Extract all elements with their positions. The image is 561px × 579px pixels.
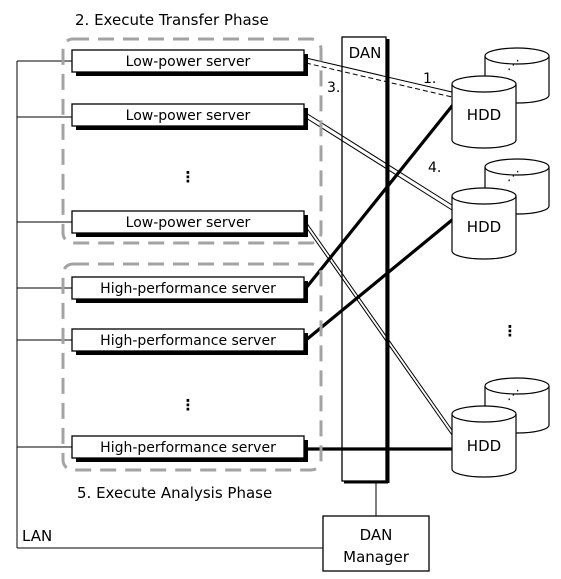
hdd-2[interactable]: ⋰ HDD bbox=[451, 158, 550, 260]
server-label: Low-power server bbox=[126, 108, 251, 124]
server-low-power-1[interactable]: Low-power server bbox=[71, 49, 308, 76]
hdd-label: HDD bbox=[467, 218, 501, 236]
server-label: High-performance server bbox=[100, 440, 276, 456]
connections bbox=[304, 57, 454, 451]
hdd-3[interactable]: ⋰ HDD bbox=[451, 377, 550, 478]
dan-switch bbox=[341, 36, 390, 484]
disk-stack-dots-icon: ⋰ bbox=[507, 388, 520, 403]
dan-label: DAN bbox=[349, 44, 382, 62]
lan-wiring bbox=[16, 60, 377, 549]
server-low-power-2[interactable]: Low-power server bbox=[71, 103, 308, 130]
disk-stack-dots-icon: ⋰ bbox=[507, 58, 520, 73]
transfer-phase-label: 2. Execute Transfer Phase bbox=[75, 11, 269, 29]
hdd-1[interactable]: ⋰ HDD bbox=[451, 47, 550, 149]
disk-stack-dots-icon: ⋰ bbox=[507, 169, 520, 184]
server-high-performance-1[interactable]: High-performance server bbox=[71, 276, 308, 303]
dan-manager[interactable]: DAN Manager bbox=[322, 515, 430, 572]
server-high-performance-2[interactable]: High-performance server bbox=[71, 328, 308, 355]
server-label: Low-power server bbox=[126, 54, 251, 70]
hdd-ellipsis-icon: ⋮ bbox=[503, 322, 518, 340]
server-high-performance-3[interactable]: High-performance server bbox=[71, 435, 308, 462]
analysis-phase-label: 5. Execute Analysis Phase bbox=[77, 484, 272, 502]
server-label: Low-power server bbox=[126, 215, 251, 231]
low-power-ellipsis-icon: ⋮ bbox=[181, 168, 196, 186]
analysis-phase-group bbox=[61, 262, 323, 472]
server-label: High-performance server bbox=[100, 333, 276, 349]
dan-manager-line2: Manager bbox=[343, 548, 410, 566]
server-low-power-3[interactable]: Low-power server bbox=[71, 210, 308, 237]
step-1-label: 1. bbox=[423, 71, 436, 87]
step-4-label: 4. bbox=[428, 160, 441, 176]
lan-label: LAN bbox=[22, 527, 52, 545]
step-3-label: 3. bbox=[327, 80, 340, 96]
hdd-label: HDD bbox=[467, 437, 501, 455]
high-performance-ellipsis-icon: ⋮ bbox=[181, 396, 196, 414]
hdd-label: HDD bbox=[467, 106, 501, 124]
dan-manager-line1: DAN bbox=[360, 526, 393, 544]
server-label: High-performance server bbox=[100, 281, 276, 297]
